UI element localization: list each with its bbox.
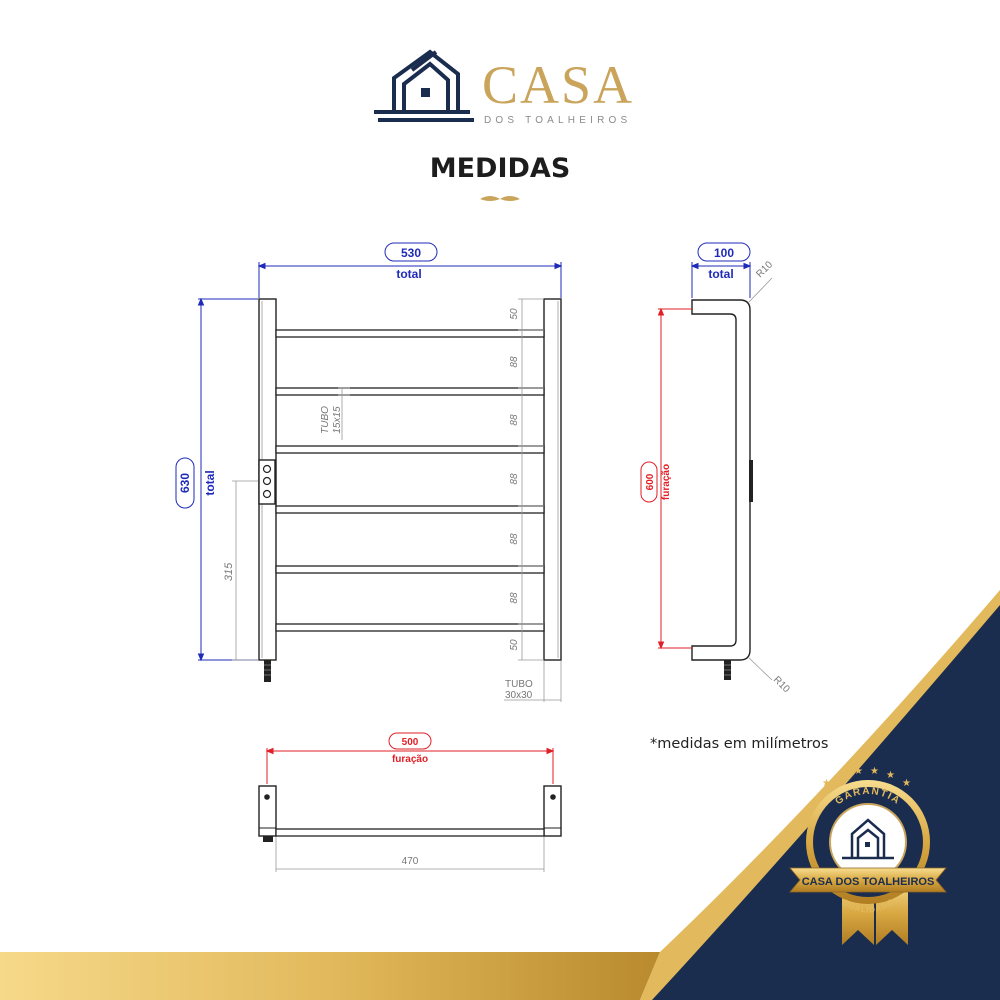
inner-width-dimension (275, 837, 545, 872)
top-hole-label: furação (392, 754, 428, 765)
star-icon: ★ ★ ★ ★ ★ ★ (822, 766, 911, 789)
inner-width-label: 470 (402, 856, 419, 867)
inner-tube-label-1: TUBO (320, 406, 331, 434)
bar-spacing-dimension (518, 298, 544, 661)
height-label: total (203, 470, 217, 495)
power-cable-icon (264, 660, 271, 682)
spacing-label: 50 (509, 639, 520, 651)
side-control-box (749, 460, 753, 502)
svg-text:★: ★ (886, 770, 895, 781)
svg-text:★: ★ (902, 778, 911, 789)
inner-tube-dimension (338, 387, 350, 440)
brand-subtitle: DOS TOALHEIROS (484, 115, 632, 126)
svg-text:★: ★ (854, 766, 863, 777)
guarantee-badge: ★ ★ ★ ★ ★ ★ GARANTIA CASA DOS TOALHEIROS… (789, 766, 947, 945)
side-hole-dimension (640, 307, 692, 650)
mounting-hole-icon (264, 794, 270, 800)
units-note: *medidas em milímetros (650, 736, 829, 752)
mounting-hole-icon (550, 794, 556, 800)
svg-text:★: ★ (838, 770, 847, 781)
top-bar (275, 828, 545, 837)
inner-tube-label-2: 15x15 (332, 406, 343, 434)
radius-top-label: R10 (754, 259, 775, 280)
svg-text:★: ★ (870, 766, 879, 777)
brand-name: CASA (482, 55, 635, 115)
depth-dimension (690, 242, 752, 298)
badge-ribbon-text: CASA DOS TOALHEIROS (802, 876, 935, 888)
logo-house-icon (374, 49, 474, 122)
width-label: total (396, 267, 421, 281)
right-post (543, 298, 562, 661)
top-hole-value: 500 (402, 737, 419, 748)
depth-value: 100 (714, 246, 734, 260)
top-hole-dimension (265, 732, 555, 784)
side-power-cable-icon (724, 660, 731, 680)
outer-tube-label-2: 30x30 (505, 690, 533, 701)
spacing-label: 88 (509, 533, 520, 545)
side-hole-label: furação (661, 464, 672, 500)
page-title: MEDIDAS (429, 153, 571, 184)
side-view: 100 total 600 furação R10 R10 (640, 242, 792, 695)
control-box-icon (258, 459, 276, 505)
width-value: 530 (401, 246, 421, 260)
top-view: 500 furação 470 (258, 732, 562, 872)
radius-bottom-label: R10 (771, 674, 792, 695)
outer-tube-dimension (504, 661, 562, 702)
outer-tube-label-1: TUBO (505, 679, 533, 690)
towel-bars (275, 329, 545, 632)
title-divider (290, 196, 710, 201)
spacing-label: 88 (509, 592, 520, 604)
side-hole-value: 600 (645, 473, 656, 490)
svg-text:★: ★ (822, 778, 831, 789)
spacing-label: 50 (509, 308, 520, 320)
spacing-label: 88 (509, 473, 520, 485)
depth-label: total (708, 267, 733, 281)
height-value: 630 (178, 473, 192, 493)
spacing-label: 88 (509, 414, 520, 426)
side-profile (691, 299, 751, 661)
background-decoration (0, 590, 1000, 1000)
width-dimension (257, 242, 563, 298)
control-height-label: 315 (223, 562, 235, 581)
control-height-dimension (232, 480, 258, 661)
spacing-label: 88 (509, 356, 520, 368)
top-right-post (543, 785, 562, 837)
front-view: 530 total 630 total 315 (175, 242, 563, 702)
badge-house-icon (842, 818, 894, 860)
